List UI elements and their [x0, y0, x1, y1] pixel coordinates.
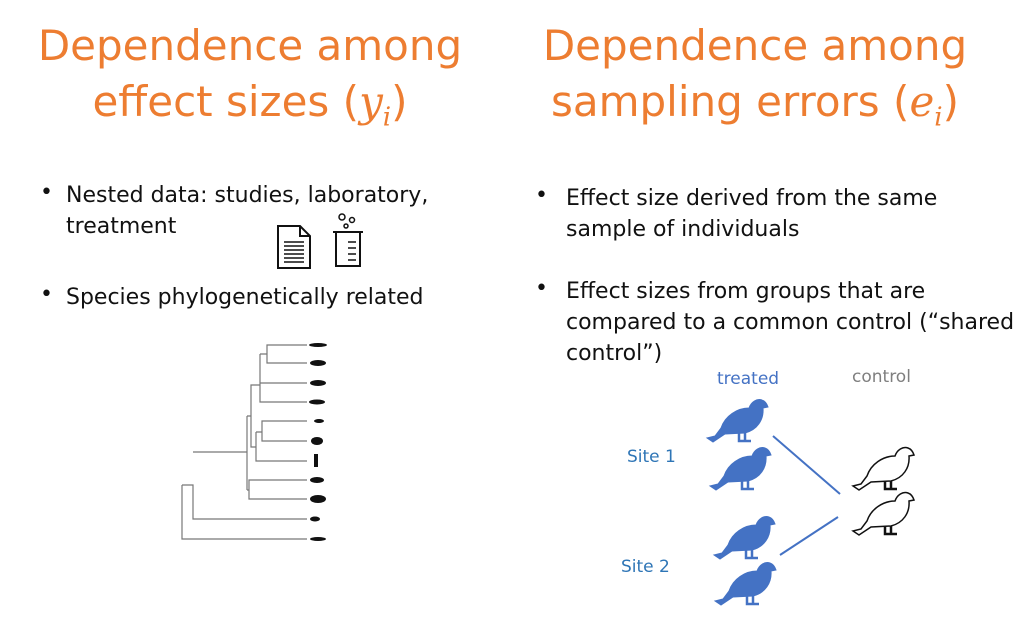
species-icon — [310, 516, 320, 522]
left-bullet-2: Species phylogenetically related — [66, 285, 424, 310]
control-bird-icon — [851, 491, 916, 537]
species-icon — [310, 495, 326, 503]
control-bird-icon — [851, 446, 916, 492]
title-variable: e — [909, 77, 935, 126]
species-icon — [310, 477, 324, 483]
left-title-line2: effect sizes ( — [92, 77, 360, 126]
treated-bird-icon — [705, 398, 770, 444]
control-label: control — [852, 367, 911, 387]
left-title: Dependence among effect sizes (yi) — [0, 18, 500, 145]
bullet-dot: • — [40, 282, 53, 307]
left-bullet-1: Nested data: studies, laboratory, treatm… — [66, 183, 429, 239]
species-icon — [309, 343, 327, 347]
species-silhouettes — [309, 343, 327, 541]
title-variable: y — [359, 77, 383, 126]
right-title: Dependence among sampling errors (ei) — [505, 18, 1005, 145]
right-title-line1: Dependence among — [542, 21, 968, 70]
document-icon — [277, 225, 311, 269]
species-icon — [314, 454, 318, 467]
species-icon — [309, 399, 325, 405]
right-bullet-2: Effect sizes from groups that are compar… — [566, 279, 1015, 366]
treated-bird-icon — [713, 561, 778, 607]
treated-label: treated — [717, 369, 780, 389]
bullet-dot: • — [535, 183, 548, 208]
beaker-icon — [333, 213, 363, 267]
treated-bird-icon — [712, 515, 777, 561]
title-subscript: i — [934, 102, 943, 133]
right-title-line2: sampling errors ( — [550, 77, 910, 126]
species-icon — [310, 380, 326, 386]
treated-bird-icon — [708, 446, 773, 492]
title-paren: ) — [391, 77, 408, 126]
species-icon — [310, 537, 326, 541]
bullet-dot: • — [40, 180, 53, 205]
site-1-label: Site 1 — [627, 447, 676, 467]
left-title-line1: Dependence among — [37, 21, 463, 70]
connector-line — [779, 516, 839, 556]
species-icon — [311, 437, 323, 445]
species-icon — [310, 360, 326, 366]
species-icon — [314, 419, 324, 423]
connector-line — [772, 435, 841, 495]
bullet-dot: • — [535, 276, 548, 301]
right-bullet-1: Effect size derived from the same sample… — [566, 186, 938, 242]
title-paren: ) — [942, 77, 960, 126]
site-2-label: Site 2 — [621, 557, 670, 577]
title-subscript: i — [382, 102, 392, 133]
